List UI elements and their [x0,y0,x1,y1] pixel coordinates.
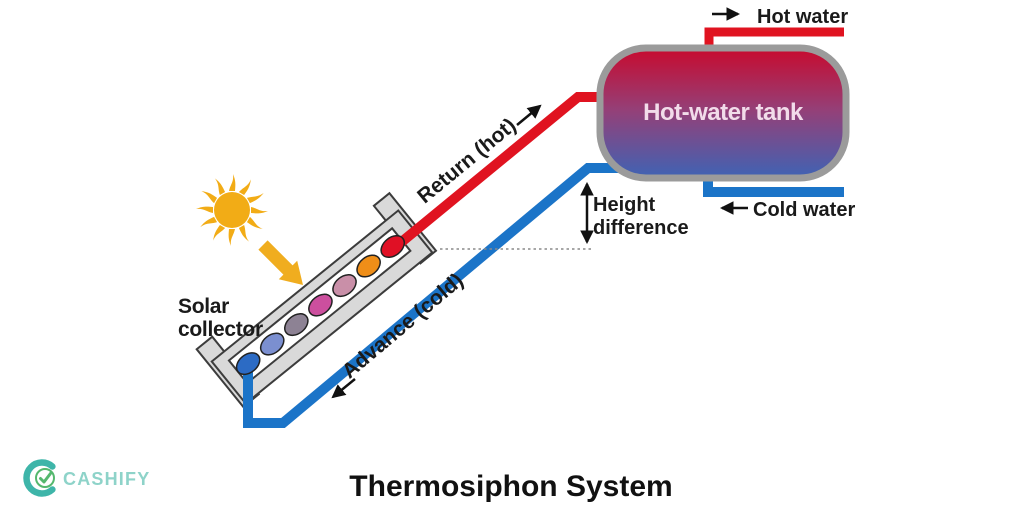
logo-check-circle [35,468,55,488]
cold-water-label: Cold water [753,199,855,221]
collector-tube-dot [332,274,357,298]
sun-icon [196,174,268,246]
sun-rays [196,174,268,246]
advance-flow-arrow-icon [331,378,356,399]
collector-tube-dot [356,254,381,278]
logo-text: CASHIFY [63,469,150,489]
collector-tube-dot-cold [235,352,261,376]
collector-tube-dot [284,313,309,337]
advance-cold-pipe [243,163,651,428]
logo-check-icon [39,472,52,484]
collector-tube-dot [259,332,285,356]
sunlight-arrow-icon [258,240,303,285]
hot-water-tank [596,44,850,182]
collector-tube-dot [308,293,333,317]
cashify-logo: CASHIFY [23,459,150,497]
tank-label: Hot-water tank [643,99,804,126]
collector-tubes [235,235,406,376]
diagram-title: Thermosiphon System [349,470,672,503]
hot-water-label: Hot water [757,6,848,28]
height-difference-label-line2: difference [593,217,689,239]
solar-collector-label-line1: Solar [178,295,229,318]
logo-c-icon [23,459,56,497]
height-difference-label-line1: Height [593,194,656,216]
return-flow-arrow-icon [516,104,542,126]
solar-collector-label-line2: collector [178,318,263,341]
sun-core [214,192,250,228]
collector-tube-dot-hot [380,235,406,259]
